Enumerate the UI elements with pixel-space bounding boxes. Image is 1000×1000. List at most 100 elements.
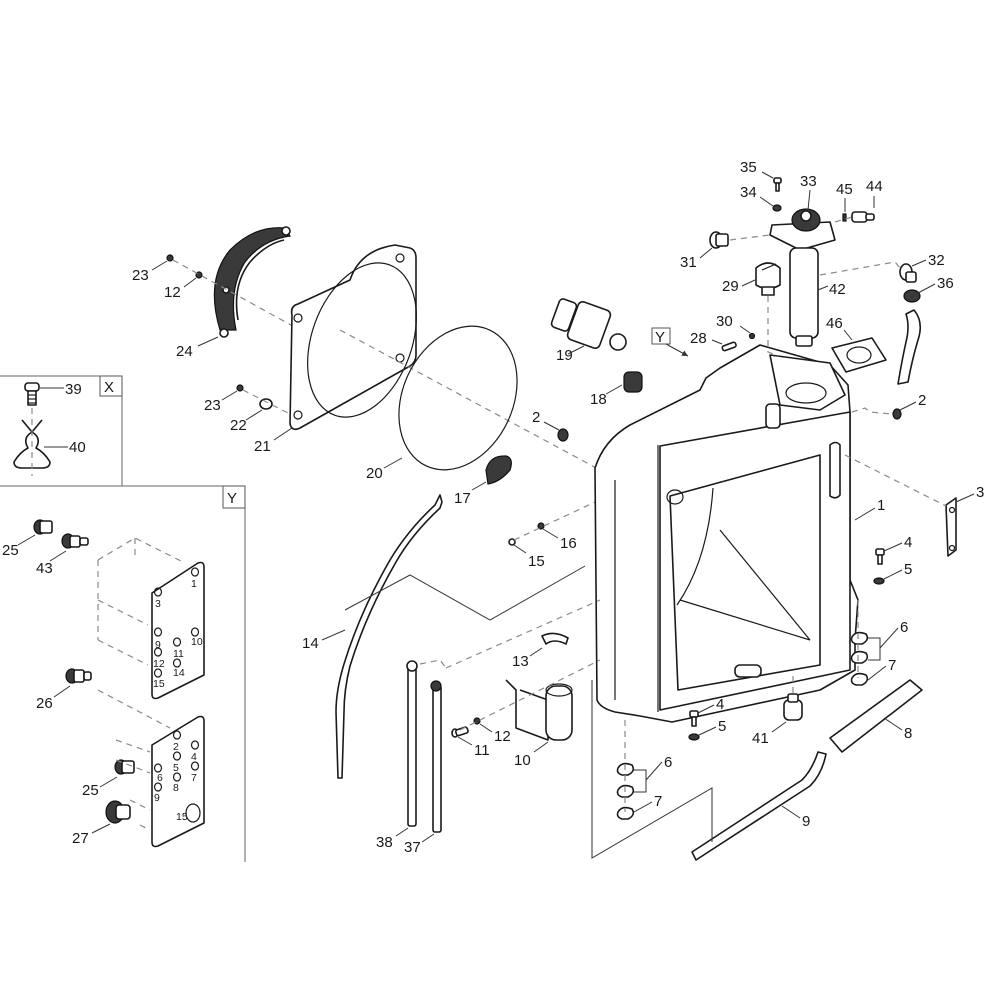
hose-clamp-part-36[interactable] (903, 289, 921, 303)
detail-view-y-label: Y (227, 490, 237, 507)
detail-view-y: Y 25 43 26 25 (0, 485, 246, 862)
callout-42: 42 (829, 281, 846, 298)
callout-45: 45 (836, 181, 853, 198)
fan-guard-part-24[interactable] (213, 226, 291, 338)
fitting-part-25-lower[interactable] (114, 759, 135, 775)
shim-part-7-right[interactable] (850, 672, 869, 686)
fitting-part-43[interactable] (61, 533, 89, 549)
seal-ring-part-20[interactable] (376, 307, 539, 489)
washer-part-34[interactable] (772, 204, 782, 212)
washer-part-22[interactable] (259, 398, 273, 410)
callout-2-right: 2 (918, 392, 926, 409)
washer-part-5-right[interactable] (873, 577, 885, 585)
connector-part-32[interactable] (899, 263, 917, 283)
gasket-part-46[interactable] (831, 337, 887, 373)
callout-25-upper: 25 (2, 542, 19, 559)
port-block-upper: 1 3 10 9 11 12 14 15 (97, 537, 205, 700)
callout-10: 10 (514, 752, 531, 769)
bolt-part-4-right[interactable] (875, 548, 885, 565)
plug-part-30[interactable] (748, 332, 756, 340)
washer-part-5-bottom[interactable] (688, 733, 700, 741)
callout-19: 19 (556, 347, 573, 364)
callout-30: 30 (716, 313, 733, 330)
callout-2-left: 2 (532, 409, 540, 426)
nut-part-2-right[interactable] (892, 408, 902, 420)
port-label: 12 (153, 658, 165, 670)
nut-part-23-upper[interactable] (166, 254, 174, 262)
port-label: 2 (173, 741, 179, 753)
callout-36: 36 (937, 275, 954, 292)
port-label: 10 (191, 636, 203, 648)
callout-16: 16 (560, 535, 577, 552)
port-label: 15 (153, 678, 165, 690)
callout-21: 21 (254, 438, 271, 455)
filter-element-part-42[interactable] (789, 247, 819, 347)
plug-part-31[interactable] (709, 231, 729, 249)
port-label: 4 (191, 751, 197, 763)
fitting-part-25-upper[interactable] (33, 519, 53, 535)
callout-12-upper: 12 (164, 284, 181, 301)
seal-strip-part-14[interactable] (335, 494, 443, 779)
pipe-part-37[interactable] (430, 680, 442, 833)
bolt-part-4-bottom[interactable] (689, 710, 699, 727)
fitting-part-27[interactable] (105, 800, 131, 824)
screw-part-15[interactable] (508, 538, 516, 546)
seal-strip-part-9[interactable] (691, 751, 827, 861)
callout-32: 32 (928, 252, 945, 269)
port-label: 3 (155, 598, 161, 610)
grommet-part-17[interactable] (485, 455, 512, 485)
filter-part-19[interactable] (550, 298, 627, 351)
callout-6-right: 6 (900, 619, 908, 636)
callout-38: 38 (376, 834, 393, 851)
clamp-ring-part-13[interactable] (541, 632, 569, 645)
filter-head-part-33[interactable] (769, 208, 836, 251)
port-label: 8 (173, 782, 179, 794)
shroud-plate-part-21[interactable] (288, 244, 437, 432)
port-label: 14 (173, 667, 185, 679)
port-label: 11 (173, 648, 184, 660)
bolt-part-11[interactable] (451, 726, 469, 738)
mount-part-41[interactable] (783, 693, 803, 721)
nut-part-2-left[interactable] (557, 428, 569, 442)
hose-part[interactable] (897, 309, 922, 385)
bolt-part-35[interactable] (773, 177, 782, 192)
detail-view-x-label: X (104, 379, 114, 396)
callout-12-lower: 12 (494, 728, 511, 745)
screw-part-39[interactable] (24, 382, 40, 406)
pipe-part-38[interactable] (406, 660, 418, 827)
shim-part-6-right[interactable] (850, 631, 869, 664)
callout-7-right: 7 (888, 657, 896, 674)
nut-part-23-lower[interactable] (236, 384, 244, 392)
grommet-part-18[interactable] (623, 371, 643, 393)
callout-4-bottom: 4 (716, 696, 724, 713)
callout-3: 3 (976, 484, 984, 501)
port-label: 6 (157, 772, 163, 784)
seal-strip-part-8[interactable] (829, 679, 923, 753)
filler-cap-part-29[interactable] (755, 262, 781, 296)
shim-part-7-bottom[interactable] (616, 806, 635, 820)
callout-43: 43 (36, 560, 53, 577)
callout-23-upper: 23 (132, 267, 149, 284)
sensor-part-44[interactable] (851, 211, 875, 223)
callout-11: 11 (474, 742, 490, 759)
washer-part-12-lower[interactable] (473, 717, 481, 725)
fitting-part-26[interactable] (65, 668, 92, 684)
callout-25-lower: 25 (82, 782, 99, 799)
callout-41: 41 (752, 730, 769, 747)
callout-8: 8 (904, 725, 912, 742)
detail-view-x-tag (99, 375, 123, 397)
callout-24: 24 (176, 343, 193, 360)
radiator-frame-part-1[interactable] (594, 344, 859, 723)
callout-31: 31 (680, 254, 697, 271)
bracket-part-10[interactable] (505, 679, 573, 741)
callout-22: 22 (230, 417, 247, 434)
callout-39: 39 (65, 381, 82, 398)
bracket-part-3[interactable] (945, 497, 957, 557)
pin-part-28[interactable] (721, 341, 737, 352)
callout-28: 28 (690, 330, 707, 347)
detail-view-y-tag (222, 485, 246, 509)
port-label: 7 (191, 772, 197, 784)
callout-17: 17 (454, 490, 471, 507)
o-ring-part-45[interactable] (842, 213, 847, 222)
